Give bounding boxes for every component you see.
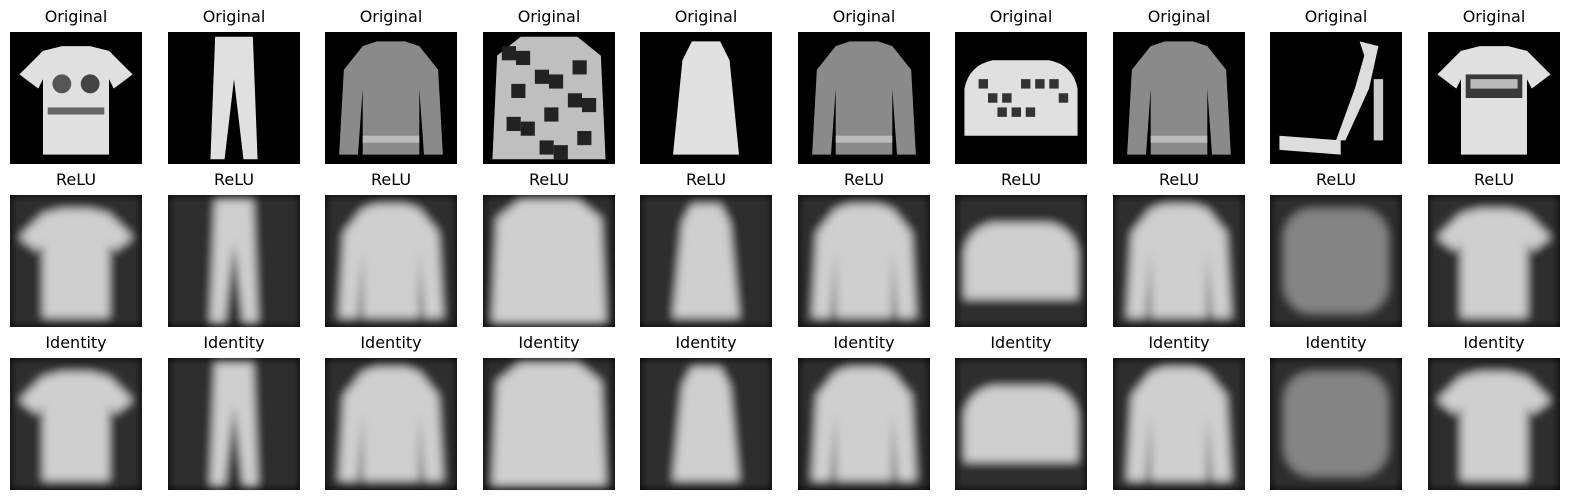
sandal-icon [1270,32,1402,164]
bag-icon [955,32,1087,164]
patterned-pullover-icon [483,32,615,164]
shirt-icon [798,32,930,164]
trouser-icon [168,32,300,164]
shirt-icon [798,195,930,327]
cell-title: Identity [833,333,895,352]
cell-title: ReLU [843,170,885,189]
sandal-icon [1270,195,1402,327]
sandal-icon [1270,358,1402,490]
cell-title: ReLU [213,170,255,189]
cell-title: Identity [1463,333,1525,352]
cell-title: Original [44,7,108,26]
cell-title: Original [1462,7,1526,26]
tshirt-icon [10,358,142,490]
cell-title: Identity [45,333,107,352]
trouser-icon [168,195,300,327]
tshirt-print-icon [1428,195,1560,327]
cell-title: Identity [203,333,265,352]
cell-title: Identity [675,333,737,352]
tshirt-print-icon [1428,358,1560,490]
tshirt-icon [10,195,142,327]
tshirt-icon [10,32,142,164]
cell-title: ReLU [370,170,412,189]
cell-title: Original [359,7,423,26]
cell-title: ReLU [528,170,570,189]
cell-title: ReLU [1000,170,1042,189]
pullover-icon [325,32,457,164]
pullover-icon [325,195,457,327]
pullover-icon [325,358,457,490]
trouser-icon [168,358,300,490]
cell-title: Identity [518,333,580,352]
cell-title: Identity [1305,333,1367,352]
coat-icon [1113,32,1245,164]
patterned-pullover-icon [483,358,615,490]
bag-icon [955,358,1087,490]
cell-title: Original [202,7,266,26]
cell-title: ReLU [1158,170,1200,189]
cell-title: Original [1147,7,1211,26]
dress-icon [640,32,772,164]
coat-icon [1113,195,1245,327]
cell-title: Identity [990,333,1052,352]
cell-title: ReLU [1473,170,1515,189]
cell-title: Identity [1148,333,1210,352]
cell-title: ReLU [1315,170,1357,189]
cell-title: Identity [360,333,422,352]
cell-title: Original [674,7,738,26]
cell-title: ReLU [685,170,727,189]
tshirt-print-icon [1428,32,1560,164]
cell-title: Original [517,7,581,26]
bag-icon [955,195,1087,327]
cell-title: ReLU [55,170,97,189]
coat-icon [1113,358,1245,490]
patterned-pullover-icon [483,195,615,327]
cell-title: Original [832,7,896,26]
cell-title: Original [989,7,1053,26]
shirt-icon [798,358,930,490]
cell-title: Original [1304,7,1368,26]
dress-icon [640,195,772,327]
dress-icon [640,358,772,490]
